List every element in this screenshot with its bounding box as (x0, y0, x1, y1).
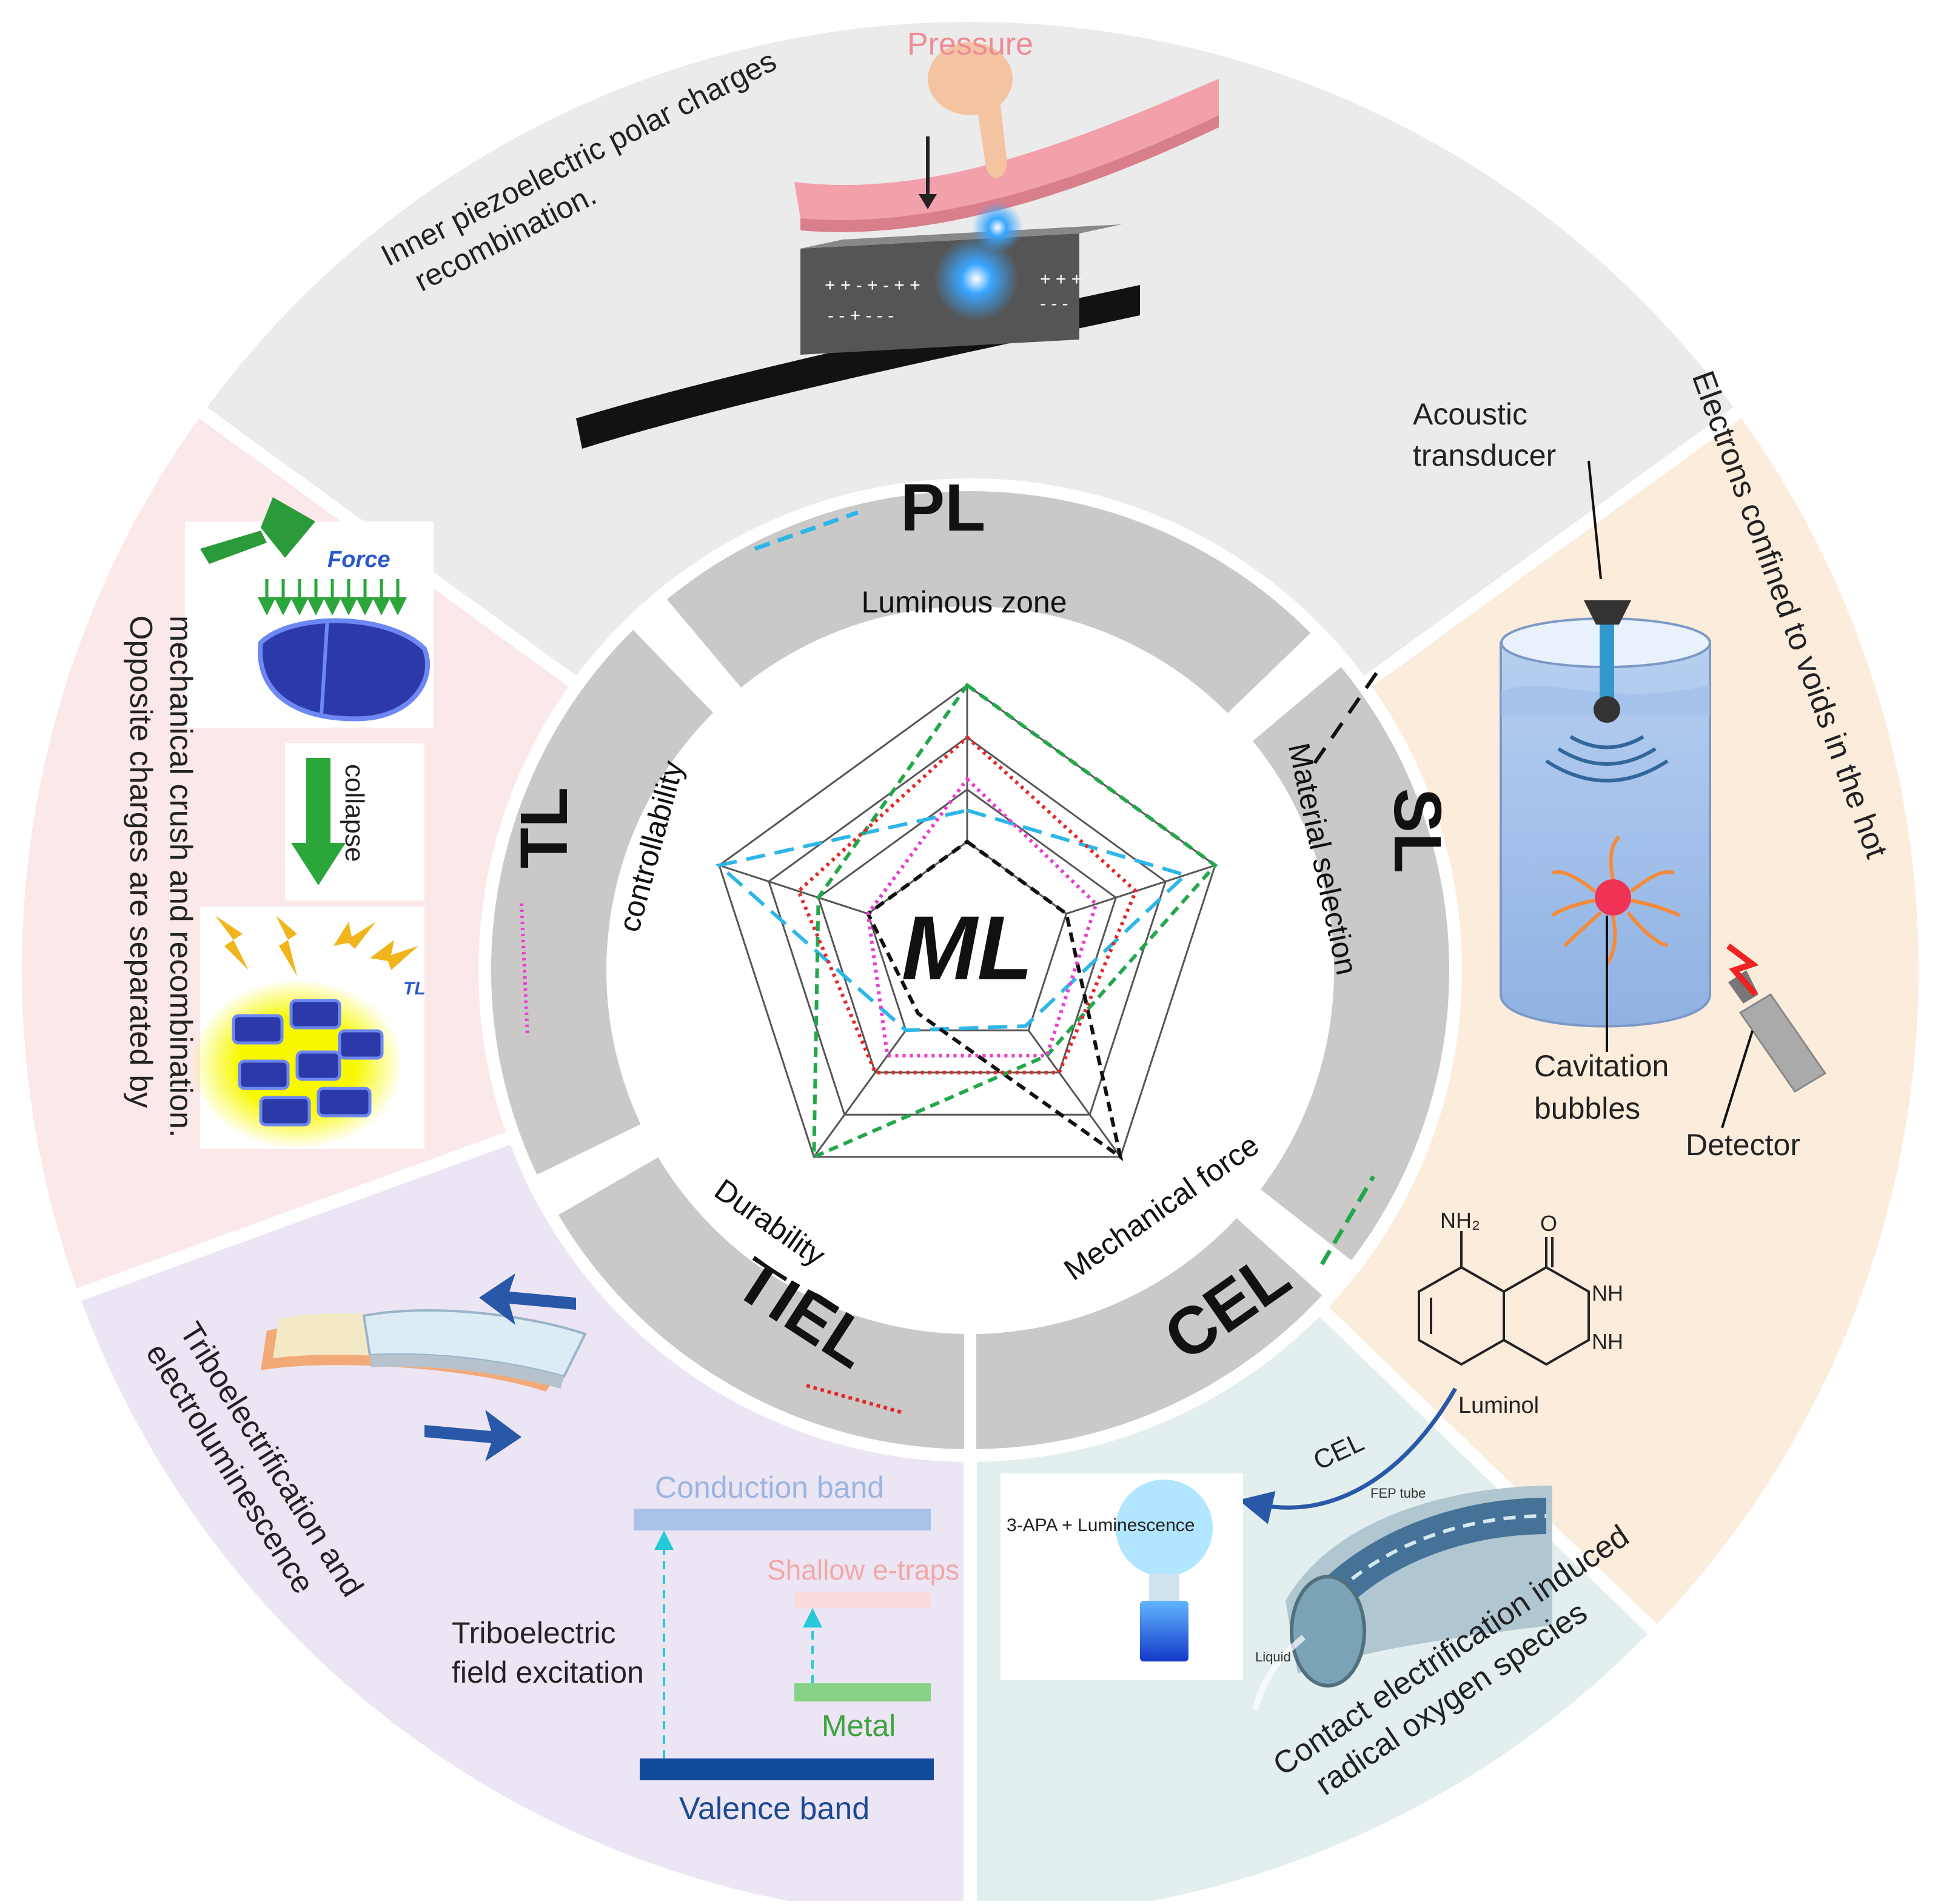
pl-ring-label: PL (900, 471, 986, 545)
tiel-excitation-label: Triboelectric field excitation (452, 1616, 644, 1689)
tiel-metal-label: Metal (822, 1709, 896, 1743)
radar-series-pl (715, 808, 1189, 1033)
sl-legend-line (1308, 672, 1378, 771)
tiel-shallow-label: Shallow e-traps (767, 1554, 959, 1586)
sl-acoustic-line-1: Acoustic (1413, 397, 1527, 431)
sl-bubbles-line-2: bubbles (1534, 1091, 1640, 1125)
tl-collapse-label: collapse (340, 764, 369, 862)
tl-force-label: Force (327, 547, 390, 572)
hammer-icon (200, 531, 267, 564)
tl-mark-label: TL (403, 979, 426, 999)
radar-spoke (1066, 864, 1216, 915)
radar-series-tl (866, 776, 1099, 1058)
sl-ring-label: SL (1380, 788, 1455, 874)
svg-text:+ + - + - + +: + + - + - + + (825, 275, 920, 295)
radar-spoke (1027, 1030, 1121, 1158)
cel-nh2-label: NH₂ (1440, 1208, 1480, 1233)
radar-grid-ring (768, 736, 1167, 1116)
sl-bubbles-line-1: Cavitation (1534, 1049, 1669, 1083)
cel-tube-label: FEP tube (1370, 1486, 1426, 1501)
tiel-conduction-label: Conduction band (655, 1470, 884, 1504)
cel-legend-line (1319, 1175, 1376, 1265)
radar-series-cel (812, 682, 1218, 1160)
tl-ring-label: TL (507, 787, 582, 868)
svg-text:- - + - - -: - - + - - - (828, 306, 894, 326)
cel-nh-label-2: NH (1592, 1329, 1623, 1354)
sl-acoustic-line-2: transducer (1413, 438, 1556, 472)
radar-spoke (813, 1030, 907, 1158)
sl-detector-label: Detector (1686, 1128, 1800, 1162)
radar-axis-label: Luminous zone (861, 585, 1067, 619)
cel-o-label: O (1540, 1211, 1557, 1236)
sl-acoustic-label: Acoustic transducer (1413, 397, 1556, 472)
radar-series-tiel (796, 734, 1138, 1074)
svg-text:+ + +: + + + (1040, 269, 1082, 289)
cel-product-label: 3-APA + Luminescence (1007, 1515, 1195, 1535)
tl-description: Opposite charges are separated by mechan… (123, 615, 198, 1138)
cel-nh-label-1: NH (1592, 1281, 1623, 1306)
sl-bubbles-label: Cavitation bubbles (1534, 1049, 1677, 1125)
pl-legend-line (754, 510, 859, 551)
pl-pressure-label: Pressure (907, 27, 1033, 62)
cel-illustration: NH₂ O NH NH Luminol CEL 3-APA + Luminesc… (1001, 1208, 1635, 1802)
tl-description-line-1: Opposite charges are separated by (123, 615, 158, 1108)
svg-text:- - -: - - - (1040, 293, 1068, 313)
cel-liquid-label: Liquid (1255, 1649, 1291, 1664)
tl-illustration: Force collapse TL Opposite charges are s… (123, 497, 434, 1149)
tiel-legend-line (806, 1384, 904, 1415)
tiel-valence-label: Valence band (679, 1791, 870, 1826)
tiel-excitation-line-2: field excitation (452, 1655, 644, 1689)
tiel-excitation-line-1: Triboelectric (452, 1616, 615, 1650)
tl-description-line-2: mechanical crush and recombination. (163, 615, 198, 1138)
radar-spoke (719, 864, 868, 915)
luminol-label: Luminol (1458, 1393, 1539, 1418)
center-disc (612, 612, 1328, 1328)
tl-legend-line (520, 903, 529, 1037)
radar-series-sl (865, 839, 1124, 1161)
center-title: ML (902, 897, 1033, 999)
